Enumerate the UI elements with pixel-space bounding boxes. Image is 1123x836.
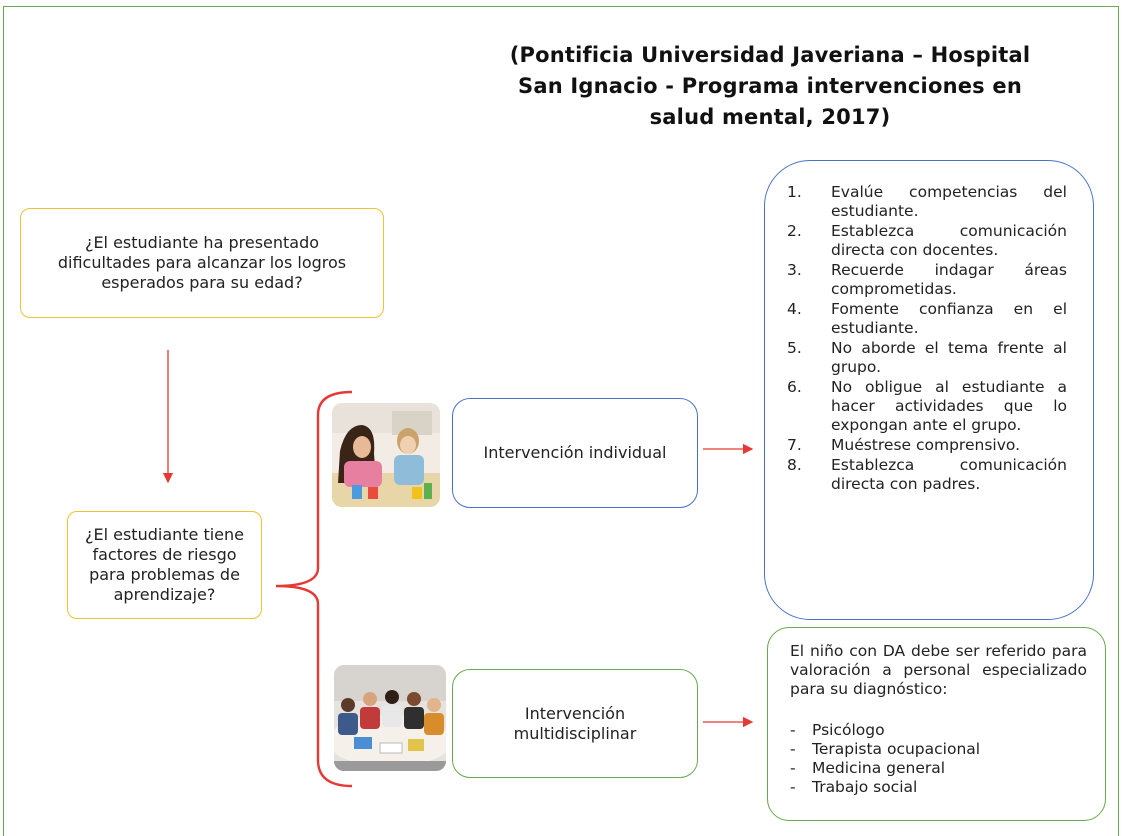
question-learning-achievements-text: ¿El estudiante ha presentado dificultade… [57, 233, 347, 292]
step-text: Fomente confianza en el estudiante. [831, 300, 1067, 337]
referral-text: Medicina general [812, 759, 946, 777]
referral-dash: - [790, 759, 796, 777]
referral-intro: El niño con DA debe ser referido para va… [790, 642, 1087, 698]
step-number: 2. [787, 222, 802, 240]
referral-item: -Psicólogo [790, 721, 1087, 740]
step-number: 8. [787, 456, 802, 474]
referral-text: Trabajo social [812, 778, 918, 796]
step-text: Establezca comunicación directa con doce… [831, 222, 1067, 259]
page-title: (Pontificia Universidad Javeriana – Hosp… [509, 43, 1031, 129]
step-item: 3. Recuerde indagar áreas comprometidas. [787, 261, 1067, 299]
step-item: 4. Fomente confianza en el estudiante. [787, 300, 1067, 338]
step-number: 3. [787, 261, 802, 279]
referral-item: -Trabajo social [790, 778, 1087, 797]
step-item: 2. Establezca comunicación directa con do… [787, 222, 1067, 260]
step-text: Muéstrese comprensivo. [831, 436, 1021, 454]
referral-text: Terapista ocupacional [812, 740, 981, 758]
step-item: 6. No obligue al estudiante a hacer activ… [787, 378, 1067, 435]
teacher-student-photo [332, 403, 440, 507]
question-risk-factors-text: ¿El estudiante tiene factores de riesgo … [84, 525, 245, 604]
step-item: 7. Muéstrese comprensivo. [787, 436, 1067, 455]
step-number: 1. [787, 183, 802, 201]
step-item: 8. Establezca comunicación directa con pa… [787, 456, 1067, 494]
individual-intervention-box: Intervención individual [452, 398, 698, 508]
step-text: Recuerde indagar áreas comprometidas. [831, 261, 1067, 298]
referral-list: -Psicólogo -Terapista ocupacional -Medic… [790, 721, 1087, 797]
question-learning-achievements: ¿El estudiante ha presentado dificultade… [20, 208, 384, 318]
referral-item: -Terapista ocupacional [790, 740, 1087, 759]
referral-dash: - [790, 778, 796, 796]
branch-bracket [275, 390, 353, 788]
individual-steps-list: 1. Evalúe competencias del estudiante. 2.… [787, 183, 1067, 494]
step-text: Evalúe competencias del estudiante. [831, 183, 1067, 220]
step-number: 5. [787, 339, 802, 357]
referral-panel: El niño con DA debe ser referido para va… [767, 627, 1106, 821]
step-item: 5. No aborde el tema frente al grupo. [787, 339, 1067, 377]
question-risk-factors: ¿El estudiante tiene factores de riesgo … [67, 511, 262, 619]
step-item: 1. Evalúe competencias del estudiante. [787, 183, 1067, 221]
step-text: No aborde el tema frente al grupo. [831, 339, 1067, 376]
step-number: 6. [787, 378, 802, 396]
multidisciplinary-intervention-label: Intervención multidisciplinar [513, 703, 637, 743]
individual-steps-panel: 1. Evalúe competencias del estudiante. 2.… [764, 160, 1094, 620]
referral-text: Psicólogo [812, 721, 885, 739]
step-number: 7. [787, 436, 802, 454]
step-text: Establezca comunicación directa con padr… [831, 456, 1067, 493]
referral-item: -Medicina general [790, 759, 1087, 778]
step-text: No obligue al estudiante a hacer activid… [831, 378, 1067, 434]
referral-dash: - [790, 721, 796, 739]
step-number: 4. [787, 300, 802, 318]
group-meeting-photo [334, 665, 446, 771]
multidisciplinary-intervention-box: Intervención multidisciplinar [452, 669, 698, 778]
slide-frame [3, 6, 1119, 836]
referral-dash: - [790, 740, 796, 758]
individual-intervention-label: Intervención individual [483, 443, 667, 462]
